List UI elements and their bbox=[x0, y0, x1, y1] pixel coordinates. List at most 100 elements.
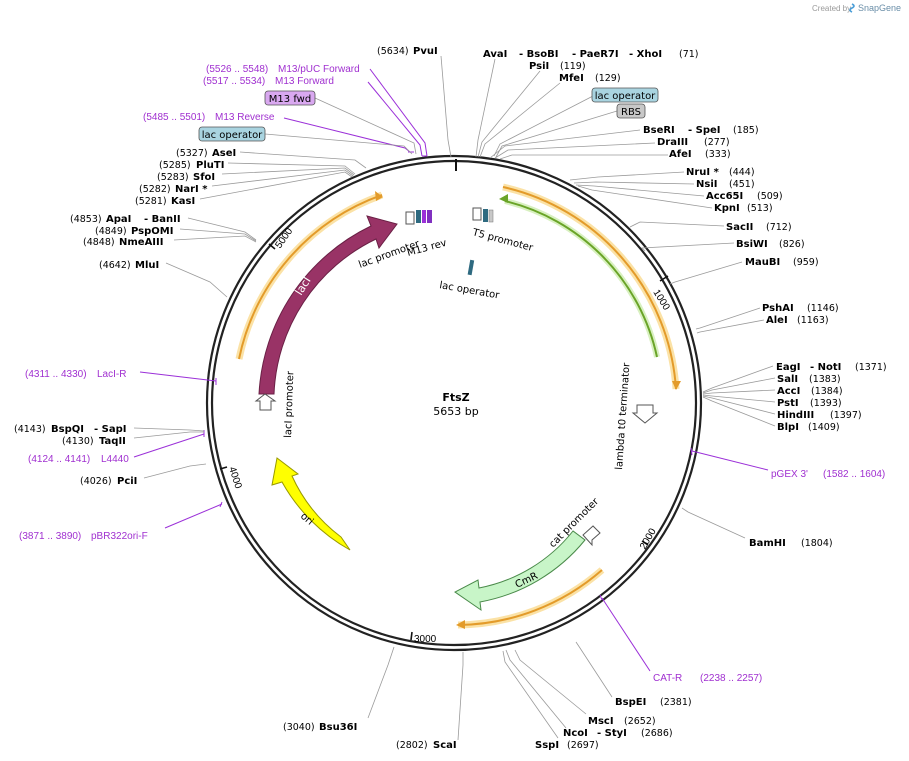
svg-text:(2652): (2652) bbox=[624, 716, 656, 727]
rbs-box-label: RBS bbox=[621, 107, 641, 118]
terminator-icon bbox=[631, 404, 659, 424]
svg-text:(1804): (1804) bbox=[801, 538, 833, 549]
enzyme-ncoi-styi: NcoI - StyI (2686) bbox=[563, 728, 673, 739]
t5-operator-mark bbox=[483, 209, 488, 222]
svg-text:(5281): (5281) bbox=[135, 196, 167, 207]
t5-promoter-arrow bbox=[472, 207, 482, 221]
svg-text:DraIII: DraIII bbox=[657, 137, 688, 148]
tick-label-4000: 4000 bbox=[226, 466, 243, 491]
enzyme-draiii: DraIII (277) bbox=[657, 137, 730, 148]
enzyme-psii: PsiI (119) bbox=[529, 61, 586, 72]
enzyme-kasi: (5281) KasI bbox=[135, 196, 195, 207]
snapgene-brand: SnapGene bbox=[858, 3, 901, 13]
enzyme-taqii: (4130) TaqII bbox=[62, 436, 126, 447]
svg-text:(1146): (1146) bbox=[807, 303, 839, 314]
primer-pbr322ori-f: (3871 .. 3890) pBR322ori-F bbox=[19, 531, 148, 542]
inner-lac-operator-mark bbox=[467, 259, 475, 276]
svg-text:(826): (826) bbox=[779, 239, 805, 250]
svg-text:BspQI: BspQI bbox=[51, 424, 84, 435]
primer-m13rev: (5485 .. 5501) M13 Reverse bbox=[143, 112, 275, 123]
enzyme-avai-group: AvaI - BsoBI - PaeR7I - XhoI (71) bbox=[483, 49, 699, 60]
primer-mark-cat-r bbox=[599, 594, 603, 601]
lac-operator-mark bbox=[416, 210, 421, 223]
backbone-inner bbox=[210, 159, 698, 647]
svg-text:- SapI: - SapI bbox=[94, 424, 126, 435]
svg-text:(1393): (1393) bbox=[810, 398, 842, 409]
tick-label-3000: 3000 bbox=[414, 634, 437, 645]
svg-text:- BsoBI: - BsoBI bbox=[519, 49, 558, 60]
svg-text:AccI: AccI bbox=[777, 386, 800, 397]
svg-text:KasI: KasI bbox=[171, 196, 195, 207]
lac-promoter-arrow bbox=[405, 211, 415, 225]
enzyme-mfei: MfeI (129) bbox=[559, 73, 621, 84]
svg-text:PspOMI: PspOMI bbox=[131, 226, 173, 237]
svg-text:(1383): (1383) bbox=[809, 374, 841, 385]
enzyme-pspomi: (4849) PspOMI bbox=[95, 226, 173, 237]
svg-text:(513): (513) bbox=[747, 203, 773, 214]
plasmid-name: FtsZ bbox=[442, 391, 469, 404]
svg-text:MscI: MscI bbox=[588, 716, 614, 727]
tick-1000 bbox=[659, 275, 669, 282]
svg-text:(4026): (4026) bbox=[80, 476, 112, 487]
svg-text:(444): (444) bbox=[729, 167, 755, 178]
primer-cat-r: CAT-R (2238 .. 2257) bbox=[653, 673, 762, 684]
enzyme-asei: (5327) AseI bbox=[176, 148, 236, 159]
primer-m13fwd: (5517 .. 5534) M13 Forward bbox=[203, 76, 334, 87]
plasmid-length: 5653 bp bbox=[433, 405, 478, 418]
svg-text:- SpeI: - SpeI bbox=[688, 125, 721, 136]
m13-rev-mark bbox=[422, 210, 426, 223]
svg-text:NcoI: NcoI bbox=[563, 728, 588, 739]
svg-text:(509): (509) bbox=[757, 191, 783, 202]
svg-text:(4311 .. 4330): (4311 .. 4330) bbox=[25, 369, 87, 380]
enzyme-sali: SalI (1383) bbox=[777, 374, 841, 385]
orf-bottom bbox=[457, 569, 603, 626]
enzyme-bseri-spei: BseRI - SpeI (185) bbox=[643, 125, 759, 136]
svg-text:pBR322ori-F: pBR322ori-F bbox=[91, 531, 148, 542]
svg-text:(333): (333) bbox=[705, 149, 731, 160]
primer-laci-r: (4311 .. 4330) LacI-R bbox=[25, 369, 126, 380]
svg-text:M13 Reverse: M13 Reverse bbox=[215, 112, 275, 123]
svg-text:(4848): (4848) bbox=[83, 237, 115, 248]
svg-text:ApaI: ApaI bbox=[106, 214, 131, 225]
svg-text:(4853): (4853) bbox=[70, 214, 102, 225]
tick-3000 bbox=[410, 631, 413, 641]
rbs-box-leader bbox=[495, 110, 618, 158]
svg-text:(1582 .. 1604): (1582 .. 1604) bbox=[823, 469, 885, 480]
svg-text:NsiI: NsiI bbox=[696, 179, 717, 190]
lac-operator-left-leader bbox=[264, 133, 413, 155]
tick-2000 bbox=[641, 540, 649, 546]
svg-text:(4143): (4143) bbox=[14, 424, 46, 435]
svg-text:(2802): (2802) bbox=[396, 740, 428, 751]
svg-text:BlpI: BlpI bbox=[777, 422, 799, 433]
rbs-mark bbox=[488, 209, 494, 223]
svg-text:M13 Forward: M13 Forward bbox=[275, 76, 334, 87]
svg-text:BsiWI: BsiWI bbox=[736, 239, 768, 250]
m13-fwd-mark bbox=[427, 210, 432, 223]
svg-text:TaqII: TaqII bbox=[99, 436, 126, 447]
snapgene-logo-icon bbox=[849, 3, 855, 13]
svg-text:- PaeR7I: - PaeR7I bbox=[572, 49, 619, 60]
svg-text:NruI *: NruI * bbox=[686, 167, 720, 178]
svg-text:AvaI: AvaI bbox=[483, 49, 507, 60]
svg-text:AfeI: AfeI bbox=[669, 149, 692, 160]
enzyme-pshai: PshAI (1146) bbox=[762, 303, 839, 314]
svg-text:(3871 .. 3890): (3871 .. 3890) bbox=[19, 531, 81, 542]
svg-text:(1397): (1397) bbox=[830, 410, 862, 421]
svg-text:(2381): (2381) bbox=[660, 697, 692, 708]
orf-right bbox=[502, 186, 677, 390]
orf-right-glow bbox=[502, 183, 680, 390]
svg-text:(4642): (4642) bbox=[99, 260, 131, 271]
created-by-label: Created by bbox=[812, 4, 851, 13]
svg-text:(5517 .. 5534): (5517 .. 5534) bbox=[203, 76, 265, 87]
svg-text:ScaI: ScaI bbox=[433, 740, 457, 751]
orf-left-arrowhead bbox=[375, 191, 383, 201]
svg-text:(277): (277) bbox=[704, 137, 730, 148]
svg-text:(5634): (5634) bbox=[377, 46, 409, 57]
enzyme-mlui: (4642) MluI bbox=[99, 260, 159, 271]
cat-promoter-arrow bbox=[582, 525, 601, 547]
t5-promoter-label: T5 promoter bbox=[470, 227, 535, 254]
rbs-box: RBS bbox=[616, 103, 646, 119]
orf-bottom-arrowhead bbox=[456, 620, 465, 629]
svg-text:PluTI: PluTI bbox=[196, 160, 224, 171]
svg-text:PstI: PstI bbox=[777, 398, 799, 409]
